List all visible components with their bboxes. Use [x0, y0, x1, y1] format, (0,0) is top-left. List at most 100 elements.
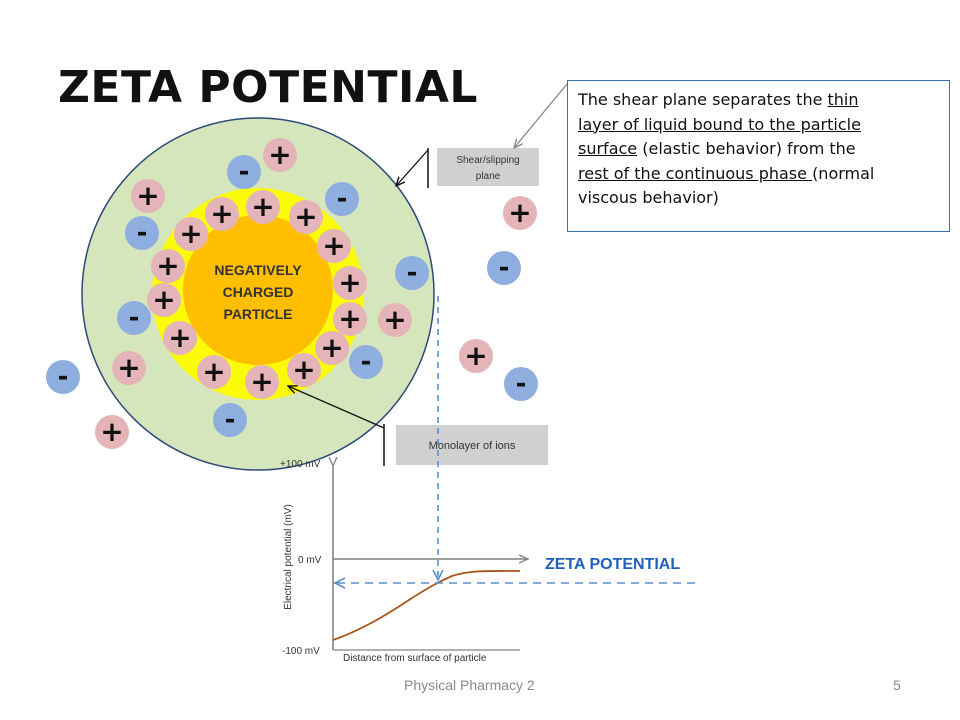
y-tick-plus-100: +100 mV: [280, 459, 321, 470]
y-tick-zero: 0 mV: [298, 555, 322, 566]
positive-ion-symbol: +: [338, 266, 361, 299]
negative-ion-symbol: -: [407, 258, 418, 288]
negative-ion: [487, 251, 521, 285]
negative-ion-symbol: -: [337, 184, 348, 214]
negatively-charged-particle: [183, 215, 333, 365]
monolayer-pointer: [288, 386, 385, 429]
callout-text-segment: surface: [578, 139, 638, 158]
positive-ion-symbol: +: [179, 217, 202, 250]
negative-ion: [117, 301, 151, 335]
positive-ion: [333, 302, 367, 336]
positive-ion-symbol: +: [117, 351, 140, 384]
positive-ion: [197, 355, 231, 389]
shear-plane-pointer: [396, 149, 429, 186]
callout-text-segment: layer of liquid bound to the particle: [578, 114, 861, 134]
positive-ion: [315, 331, 349, 365]
particle-label-line-2: CHARGED: [223, 284, 294, 300]
callout-line: surface (elastic behavior) from the: [578, 137, 941, 162]
callout-line: rest of the continuous phase (normal: [578, 162, 941, 187]
positive-ion-symbol: +: [156, 249, 179, 282]
callout-text-segment: (normal: [812, 163, 875, 183]
slide-title: ZETA POTENTIAL: [58, 62, 478, 113]
positive-ion-symbol: +: [100, 415, 123, 448]
particle-label-line-1: NEGATIVELY: [214, 262, 302, 278]
negative-ion-symbol: -: [499, 253, 510, 283]
shear-plane-label-box: [437, 148, 539, 186]
monolayer-label-box: [396, 425, 548, 465]
positive-ion: [459, 339, 493, 373]
positive-ion-symbol: +: [508, 196, 531, 229]
positive-ion: [378, 303, 412, 337]
positive-ion: [95, 415, 129, 449]
positive-ion-symbol: +: [338, 302, 361, 335]
positive-ion-symbol: +: [268, 138, 291, 171]
positive-ion: [131, 179, 165, 213]
negative-ion: [46, 360, 80, 394]
positive-ion: [147, 283, 181, 317]
footer-course-name: Physical Pharmacy 2: [404, 677, 535, 693]
x-axis-label: Distance from surface of particle: [343, 653, 487, 664]
callout-line: The shear plane separates the thin: [578, 88, 941, 113]
positive-ion-symbol: +: [322, 229, 345, 262]
ions-group: +++++++++++++++++++++----------: [46, 138, 538, 449]
positive-ion: [263, 138, 297, 172]
negative-ion: [125, 216, 159, 250]
negative-ion-symbol: -: [361, 347, 372, 377]
positive-ion-symbol: +: [202, 355, 225, 388]
negative-ion-symbol: -: [58, 362, 69, 392]
positive-ion-symbol: +: [136, 179, 159, 212]
positive-ion-symbol: +: [320, 331, 343, 364]
negative-ion: [213, 403, 247, 437]
positive-ion-symbol: +: [210, 197, 233, 230]
negative-ion-symbol: -: [516, 369, 527, 399]
positive-ion: [245, 365, 279, 399]
shear-plane-label-line-1: Shear/slipping: [456, 155, 519, 166]
positive-ion-symbol: +: [294, 200, 317, 233]
positive-ion-symbol: +: [464, 339, 487, 372]
negative-ion-symbol: -: [129, 303, 140, 333]
positive-ion-symbol: +: [152, 283, 175, 316]
positive-ion-symbol: +: [292, 353, 315, 386]
negative-ion: [349, 345, 383, 379]
negative-ion: [325, 182, 359, 216]
callout-text-segment: (elastic behavior) from the: [637, 139, 856, 158]
positive-ion: [112, 351, 146, 385]
positive-ion: [205, 197, 239, 231]
positive-ion: [333, 266, 367, 300]
negative-ion-symbol: -: [225, 405, 236, 435]
zeta-potential-graph-label: ZETA POTENTIAL: [545, 556, 680, 573]
y-tick-minus-100: -100 mV: [282, 646, 320, 657]
y-axis-label: Electrical potential (mV): [283, 504, 294, 610]
positive-ion: [174, 217, 208, 251]
positive-ion-symbol: +: [383, 303, 406, 336]
callout-line: viscous behavior): [578, 186, 941, 211]
positive-ion: [317, 229, 351, 263]
positive-ion-symbol: +: [168, 321, 191, 354]
potential-curve: [332, 570, 521, 641]
negative-ion: [395, 256, 429, 290]
negative-ion-symbol: -: [239, 157, 250, 187]
negative-ion: [227, 155, 261, 189]
callout-text-segment: rest of the continuous phase: [578, 163, 813, 183]
negative-ion-symbol: -: [137, 218, 148, 248]
callout-text-segment: thin: [827, 90, 859, 109]
positive-ion: [151, 249, 185, 283]
callout-text-segment: viscous behavior): [578, 188, 719, 207]
positive-ion: [289, 200, 323, 234]
callout-text-segment: The shear plane separates the: [578, 90, 828, 109]
positive-ion: [503, 196, 537, 230]
monolayer-label: Monolayer of ions: [429, 440, 516, 452]
positive-ion: [163, 321, 197, 355]
shear-plane-label-line-2: plane: [476, 171, 501, 182]
negative-ion: [504, 367, 538, 401]
positive-ion-symbol: +: [251, 190, 274, 223]
positive-ion: [246, 190, 280, 224]
callout-line: layer of liquid bound to the particle: [578, 113, 941, 138]
particle-label-line-3: PARTICLE: [224, 306, 293, 322]
positive-ion: [287, 353, 321, 387]
positive-ion-symbol: +: [250, 365, 273, 398]
callout-pointer: [514, 83, 568, 148]
footer-page-number: 5: [893, 677, 901, 693]
